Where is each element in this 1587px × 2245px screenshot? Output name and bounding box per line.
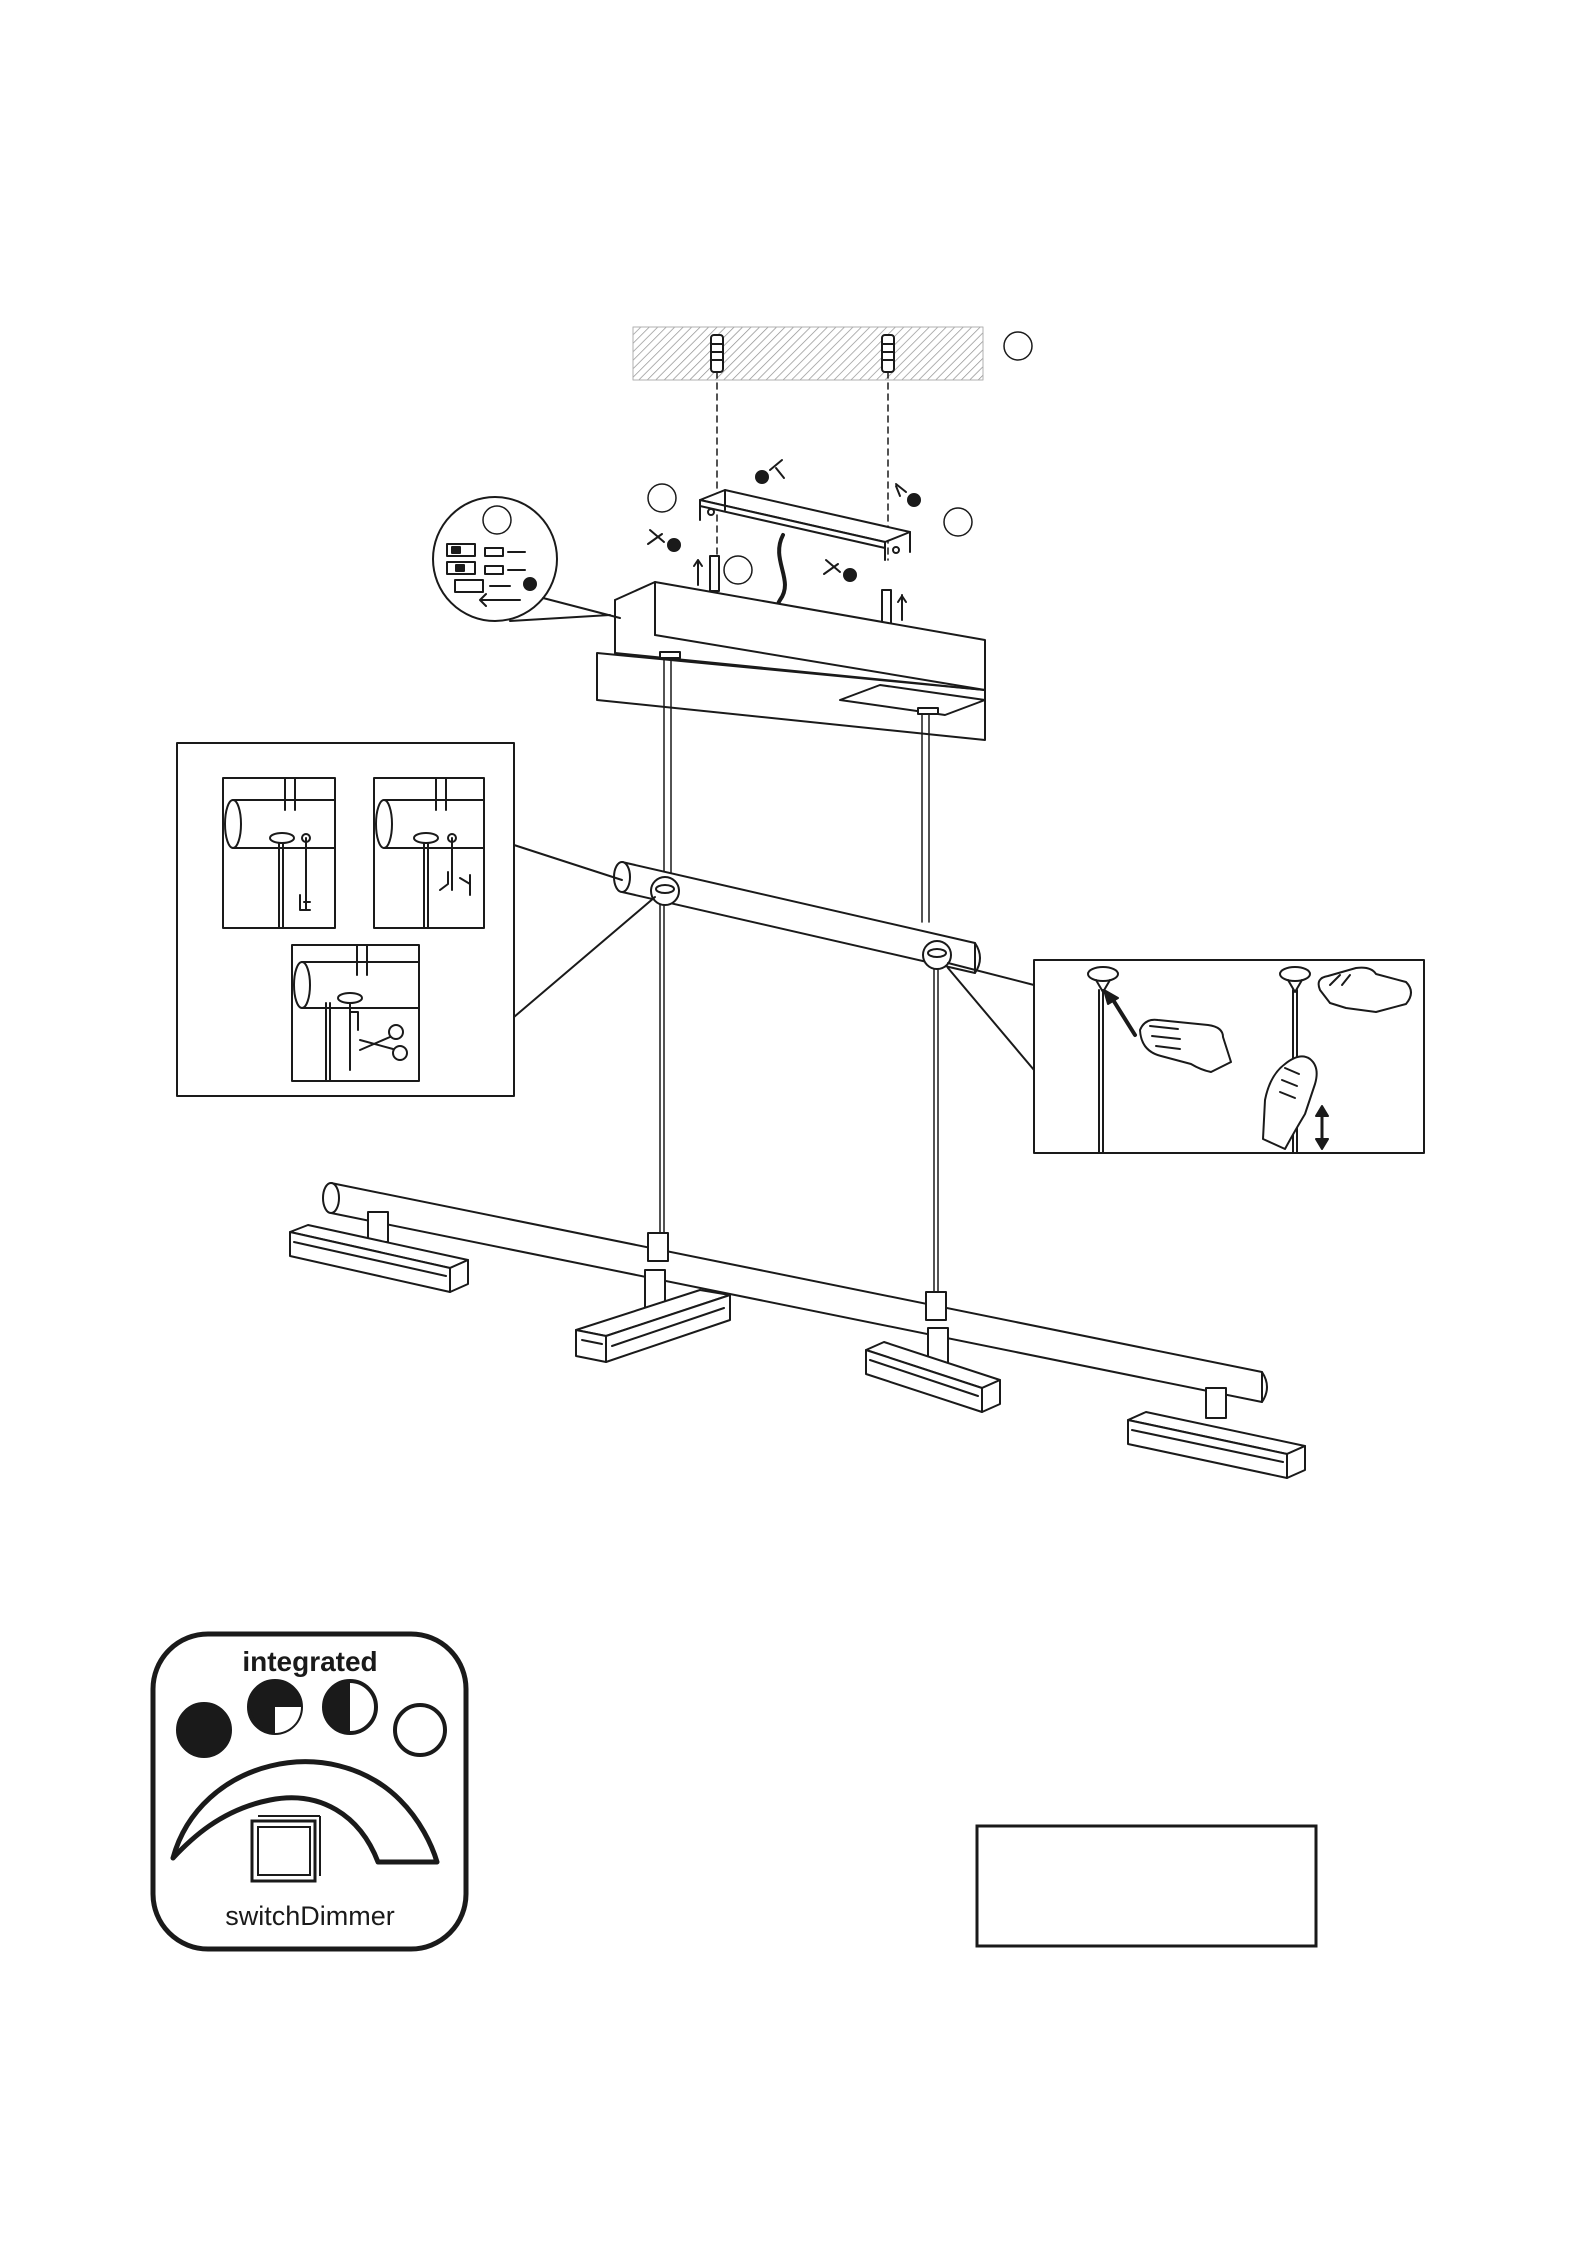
dim-level-three-quarter-icon: [249, 1681, 301, 1733]
ceiling-canopy: [597, 582, 985, 740]
dim-level-off-icon: [395, 1705, 445, 1755]
ceiling: [633, 327, 1032, 380]
mounting-bracket: [700, 490, 910, 560]
dim-level-half-icon: [324, 1681, 376, 1733]
wall-anchor-left: [711, 335, 723, 372]
height-adjust-detail-box: [948, 960, 1424, 1153]
main-light-bar: [323, 1183, 1267, 1402]
middle-support-rod: [614, 862, 980, 973]
wall-anchor-right: [882, 335, 894, 372]
step-circle-2: [648, 484, 676, 512]
badge-title: integrated: [242, 1646, 377, 1677]
wiring-detail-callout: [433, 497, 620, 621]
led-head-4: [1128, 1388, 1305, 1478]
cable-trim-detail-box: [177, 743, 655, 1096]
switch-dimmer-badge: integrated switchDimmer: [153, 1634, 466, 1949]
product-label-box: [977, 1826, 1316, 1946]
suspension-cables-lower: [660, 905, 938, 1293]
dim-level-full-icon: [178, 1704, 230, 1756]
step-circle-4: [724, 556, 752, 584]
wall-switch-icon: [252, 1816, 320, 1881]
badge-subtitle: switchDimmer: [225, 1901, 395, 1931]
step-circle-1: [1004, 332, 1032, 360]
step-circle-3: [944, 508, 972, 536]
